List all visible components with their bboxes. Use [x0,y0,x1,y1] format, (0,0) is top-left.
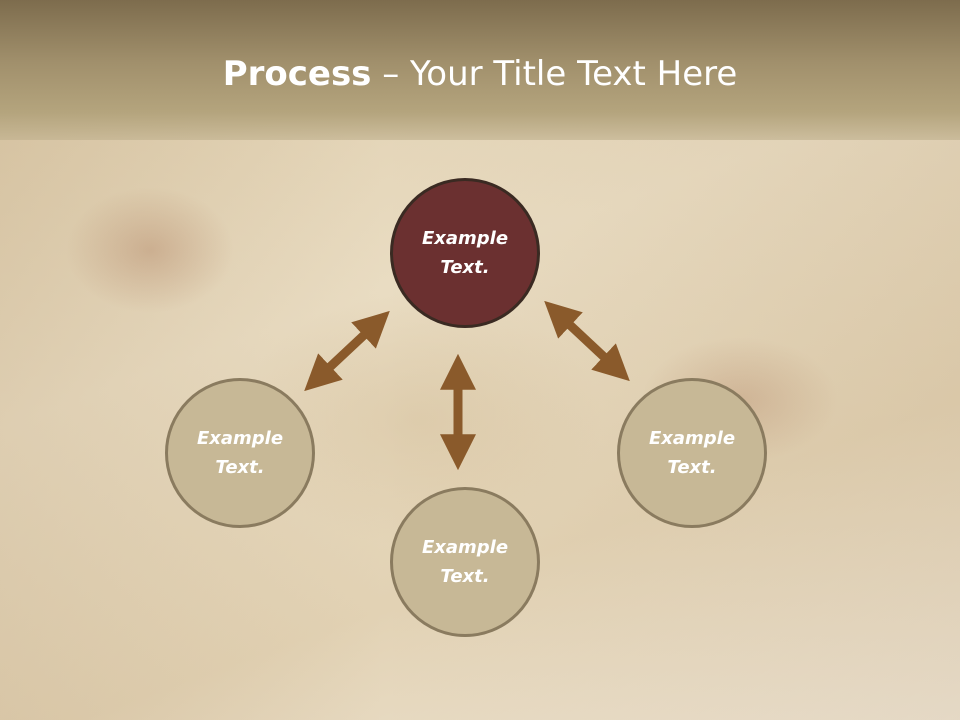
circle-right[interactable]: Example Text. [617,378,767,528]
circle-top-line1: Example [421,228,509,249]
title-rest-text: – Your Title Text Here [371,54,738,94]
circle-bottom-line2: Text. [440,566,490,587]
circle-left-line1: Example [196,428,284,449]
circle-right-line2: Text. [667,457,717,478]
title-bar [0,0,960,140]
slide-title[interactable]: Process – Your Title Text Here [0,52,960,96]
circle-left[interactable]: Example Text. [165,378,315,528]
circle-bottom-line1: Example [421,537,509,558]
title-bold-text: Process [222,54,372,94]
circle-bottom[interactable]: Example Text. [390,487,540,637]
circle-top[interactable]: Example Text. [390,178,540,328]
arrow-top-left [304,310,390,392]
circle-right-line1: Example [648,428,736,449]
circle-top-line2: Text. [440,257,490,278]
circle-left-line2: Text. [215,457,265,478]
arrow-top-right [544,300,630,382]
